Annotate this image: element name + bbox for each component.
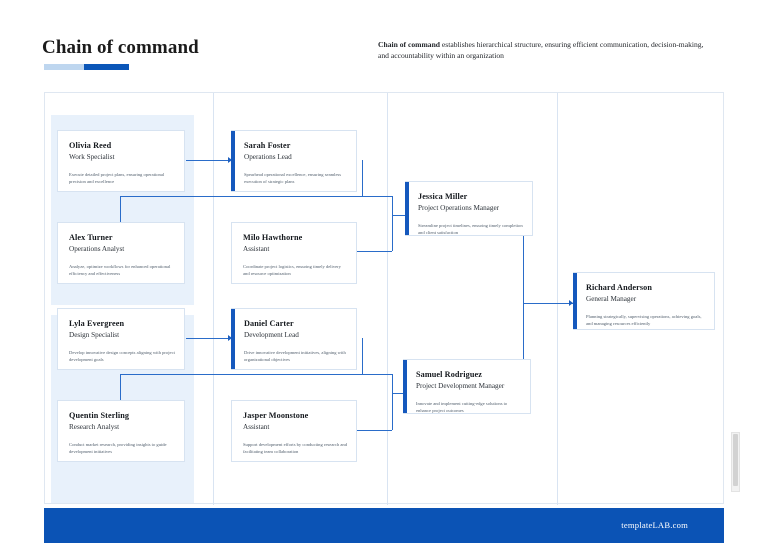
connector-sarah-vertical <box>362 160 363 196</box>
node-role: Development Lead <box>244 331 299 339</box>
connector-arrow-daniel <box>228 335 232 341</box>
node-description: Analyze, optimize workflows for enhanced… <box>69 264 171 276</box>
vertical-scrollbar-thumb[interactable] <box>733 434 738 486</box>
connector-alex-vertical <box>120 196 121 224</box>
node-role: Design Specialist <box>69 331 120 339</box>
node-role: Operations Analyst <box>69 245 125 253</box>
page-title: Chain of command <box>42 37 199 58</box>
node-description: Drive innovative development initiatives… <box>244 350 346 362</box>
node-name: Quentin Sterling <box>69 411 130 420</box>
subtitle-rest: establishes hierarchical structure, ensu… <box>378 40 704 60</box>
node-name: Jessica Miller <box>418 192 468 201</box>
node-name: Richard Anderson <box>586 283 652 292</box>
connector-olivia-sarah <box>186 160 228 161</box>
node-card-jasper[interactable]: Jasper Moonstone Assistant Support devel… <box>231 400 357 462</box>
connector-into-samuel <box>392 393 406 394</box>
node-role: Assistant <box>243 245 270 253</box>
node-role: Research Analyst <box>69 423 120 431</box>
connector-daniel-to-samuel <box>362 374 392 375</box>
card-accent-bar <box>231 309 235 369</box>
node-description: Streamline project timelines, ensuring t… <box>418 223 523 235</box>
card-accent-bar <box>231 131 235 191</box>
node-card-samuel[interactable]: Samuel Rodriguez Project Development Man… <box>403 359 531 414</box>
node-description: Coordinate project logistics, ensuring t… <box>243 264 341 276</box>
connector-lyla-daniel <box>186 338 228 339</box>
node-role: Operations Lead <box>244 153 292 161</box>
node-card-richard[interactable]: Richard Anderson General Manager Plannin… <box>573 272 715 330</box>
title-rule-dark <box>84 64 129 70</box>
node-description: Innovate and implement cutting-edge solu… <box>416 401 508 413</box>
lane-divider-3 <box>557 93 558 505</box>
card-accent-bar <box>405 182 409 235</box>
node-description: Conduct market research, providing insig… <box>69 442 167 454</box>
node-description: Develop innovative design concepts align… <box>69 350 175 362</box>
node-name: Olivia Reed <box>69 141 112 150</box>
lane-divider-1 <box>213 93 214 505</box>
node-card-daniel[interactable]: Daniel Carter Development Lead Drive inn… <box>231 308 357 370</box>
node-name: Samuel Rodriguez <box>416 370 482 379</box>
node-name: Lyla Evergreen <box>69 319 125 328</box>
node-card-alex[interactable]: Alex Turner Operations Analyst Analyze, … <box>57 222 185 284</box>
connector-samuel-join <box>392 374 393 430</box>
connector-quentin-horizontal <box>120 374 362 375</box>
card-accent-bar <box>403 360 407 413</box>
connector-samuel-up <box>523 303 524 413</box>
connector-jasper-horizontal <box>356 430 392 431</box>
connector-alex-horizontal <box>120 196 362 197</box>
node-description: Planning strategically, supervising oper… <box>586 314 702 326</box>
connector-quentin-vertical <box>120 374 121 402</box>
node-role: Work Specialist <box>69 153 115 161</box>
connector-jessica-down <box>523 235 524 303</box>
footer-brand: templateLAB.com <box>621 520 688 530</box>
node-description: Support development efforts by conductin… <box>243 442 348 454</box>
title-rule-light <box>44 64 84 70</box>
connector-milo-horizontal <box>356 251 392 252</box>
connector-into-jessica <box>392 215 408 216</box>
connector-jessica-join <box>392 196 393 251</box>
node-card-sarah[interactable]: Sarah Foster Operations Lead Spearhead o… <box>231 130 357 192</box>
node-name: Milo Hawthorne <box>243 233 303 242</box>
connector-arrow-richard <box>569 300 573 306</box>
node-role: Assistant <box>243 423 270 431</box>
node-card-lyla[interactable]: Lyla Evergreen Design Specialist Develop… <box>57 308 185 370</box>
node-name: Sarah Foster <box>244 141 291 150</box>
node-description: Spearhead operational excellence, ensuri… <box>244 172 342 184</box>
node-card-jessica[interactable]: Jessica Miller Project Operations Manage… <box>405 181 533 236</box>
node-name: Alex Turner <box>69 233 113 242</box>
page-subtitle: Chain of command establishes hierarchica… <box>378 40 713 61</box>
subtitle-lead: Chain of command <box>378 40 441 49</box>
footer-bar: templateLAB.com <box>44 508 724 543</box>
lane-divider-2 <box>387 93 388 505</box>
connector-arrow-sarah <box>228 157 232 163</box>
node-name: Jasper Moonstone <box>243 411 309 420</box>
connector-daniel-vertical <box>362 338 363 374</box>
node-card-quentin[interactable]: Quentin Sterling Research Analyst Conduc… <box>57 400 185 462</box>
node-role: General Manager <box>586 295 637 303</box>
node-card-olivia[interactable]: Olivia Reed Work Specialist Execute deta… <box>57 130 185 192</box>
node-name: Daniel Carter <box>244 319 294 328</box>
node-card-milo[interactable]: Milo Hawthorne Assistant Coordinate proj… <box>231 222 357 284</box>
node-role: Project Operations Manager <box>418 204 500 212</box>
node-role: Project Development Manager <box>416 382 505 390</box>
chart-canvas: Olivia Reed Work Specialist Execute deta… <box>44 92 724 505</box>
card-accent-bar <box>573 273 577 329</box>
connector-sarah-to-jessica <box>362 196 392 197</box>
connector-jessica-to-richard <box>523 303 573 304</box>
node-description: Execute detailed project plans, ensuring… <box>69 172 165 184</box>
